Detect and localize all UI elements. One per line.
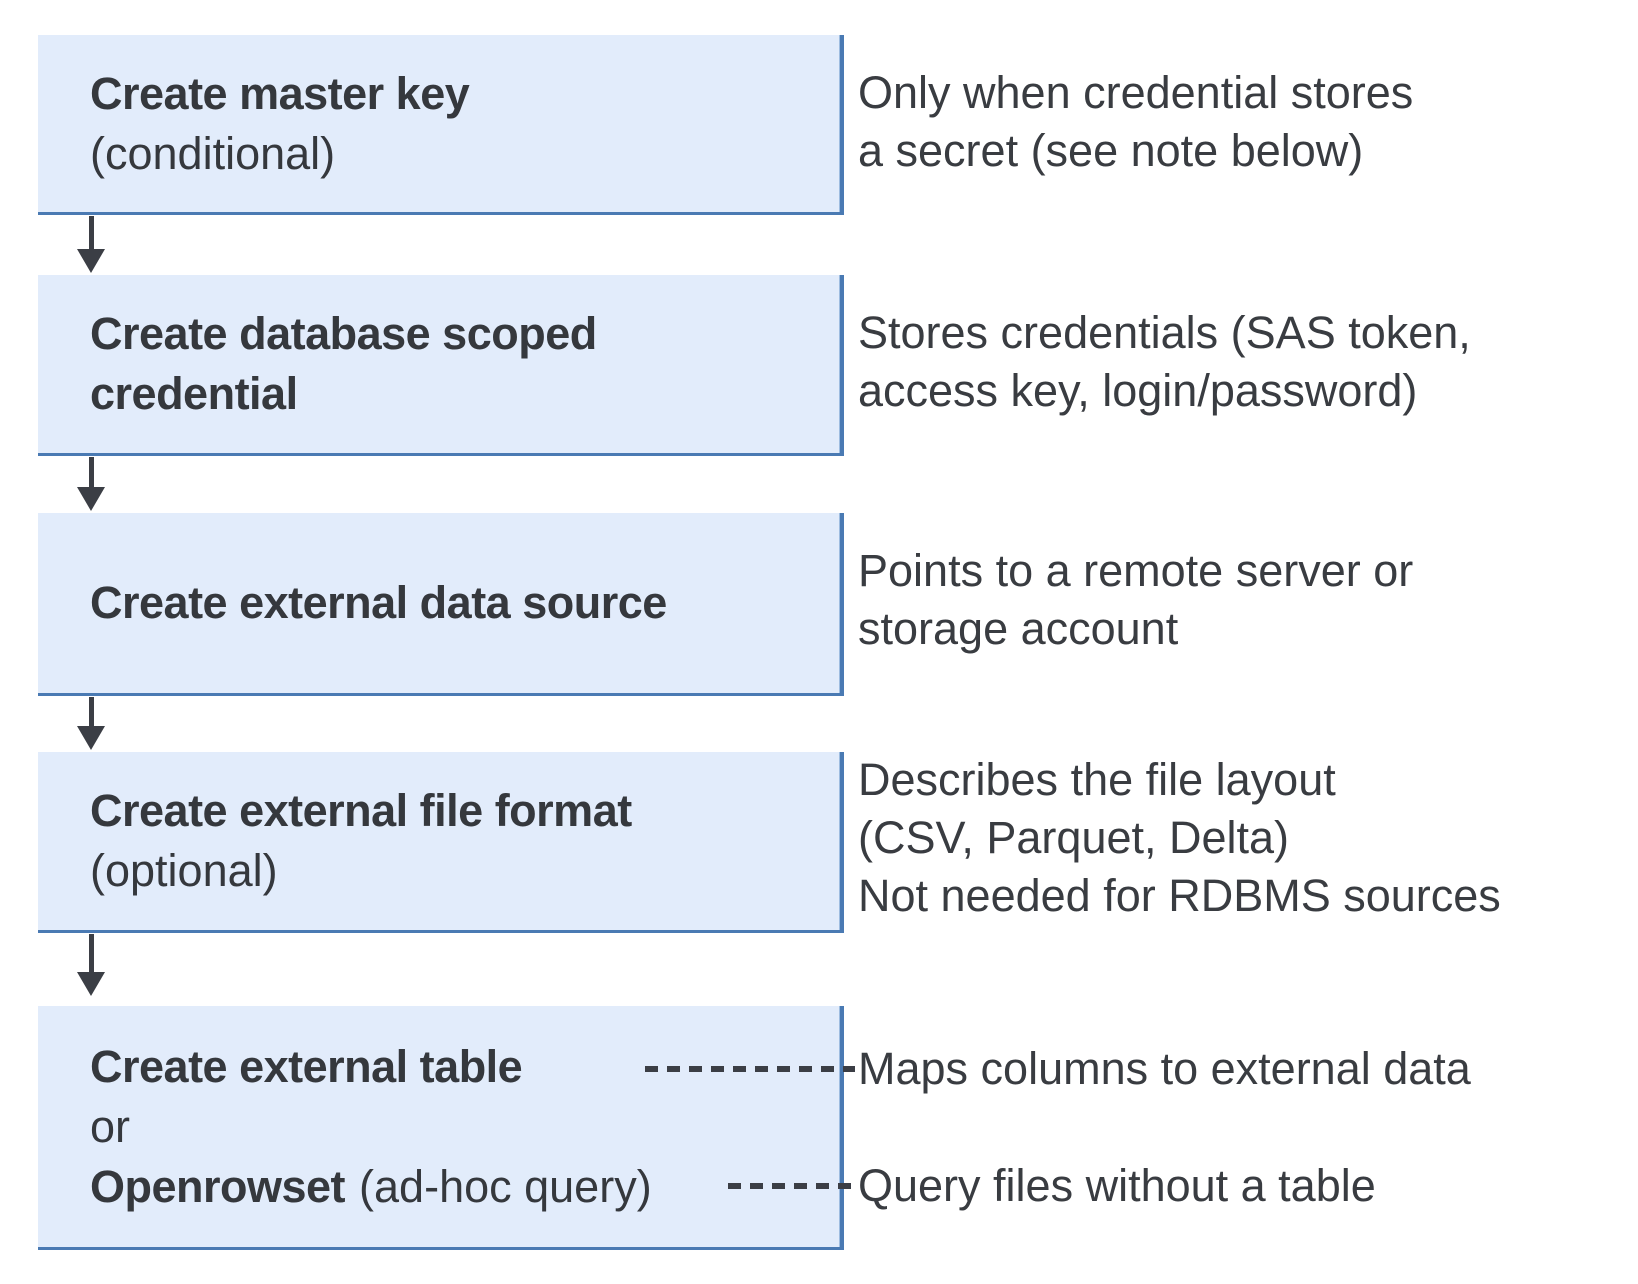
arrow-head (77, 972, 105, 996)
note-master-key: Only when credential stores a secret (se… (858, 64, 1413, 180)
arrow-head (77, 487, 105, 511)
step-box-external-file-format: Create external file format (optional) (38, 752, 844, 933)
arrow-down-icon (77, 697, 105, 750)
step-qualifier: (conditional) (90, 127, 336, 179)
arrow-down-icon (77, 216, 105, 273)
arrow-stem (88, 216, 94, 249)
step-title-line-2: credential (90, 368, 298, 419)
note-line: Only when credential stores (858, 67, 1414, 118)
step-title: Create external table (90, 1040, 523, 1092)
note-external-file-format: Describes the file layout (CSV, Parquet,… (858, 751, 1501, 925)
step-qualifier: (optional) (90, 845, 278, 896)
arrow-down-icon (77, 934, 105, 996)
note-line: a secret (see note below) (858, 125, 1364, 176)
note-line: storage account (858, 603, 1179, 654)
arrow-down-icon (77, 457, 105, 511)
step-alt-qualifier: (ad-hoc query) (359, 1160, 652, 1212)
step-alt-title: Openrowset (90, 1160, 346, 1212)
step-title: Create external file format (90, 785, 632, 836)
arrow-stem (88, 697, 94, 726)
note-line: access key, login/password) (858, 365, 1418, 416)
dashed-connector-external-table (645, 1066, 855, 1072)
note-line: Points to a remote server or (858, 545, 1414, 596)
step-box-database-scoped-credential: Create database scoped credential (38, 275, 844, 456)
dashed-connector-openrowset (728, 1183, 855, 1189)
step-title: Create master key (90, 67, 470, 119)
arrow-head (77, 249, 105, 273)
note-external-table: Maps columns to external data (858, 1043, 1471, 1094)
step-title-line-1: Create database scoped (90, 308, 597, 359)
note-line: Stores credentials (SAS token, (858, 307, 1471, 358)
note-database-scoped-credential: Stores credentials (SAS token, access ke… (858, 304, 1471, 420)
step-conjunction: or (90, 1100, 131, 1152)
note-line: Describes the file layout (858, 754, 1336, 805)
note-openrowset: Query files without a table (858, 1160, 1376, 1211)
step-box-external-data-source: Create external data source (38, 513, 844, 696)
arrow-head (77, 726, 105, 750)
step-box-master-key: Create master key (conditional) (38, 35, 844, 215)
step-alt-title-line: Openrowset(ad-hoc query) (90, 1157, 840, 1217)
note-external-data-source: Points to a remote server or storage acc… (858, 542, 1413, 658)
step-box-external-table-openrowset: Create external table or Openrowset(ad-h… (38, 1006, 844, 1250)
arrow-stem (88, 457, 94, 487)
note-line: (CSV, Parquet, Delta) (858, 812, 1290, 863)
step-title: Create external data source (90, 577, 667, 628)
arrow-stem (88, 934, 94, 972)
note-line: Not needed for RDBMS sources (858, 870, 1501, 921)
